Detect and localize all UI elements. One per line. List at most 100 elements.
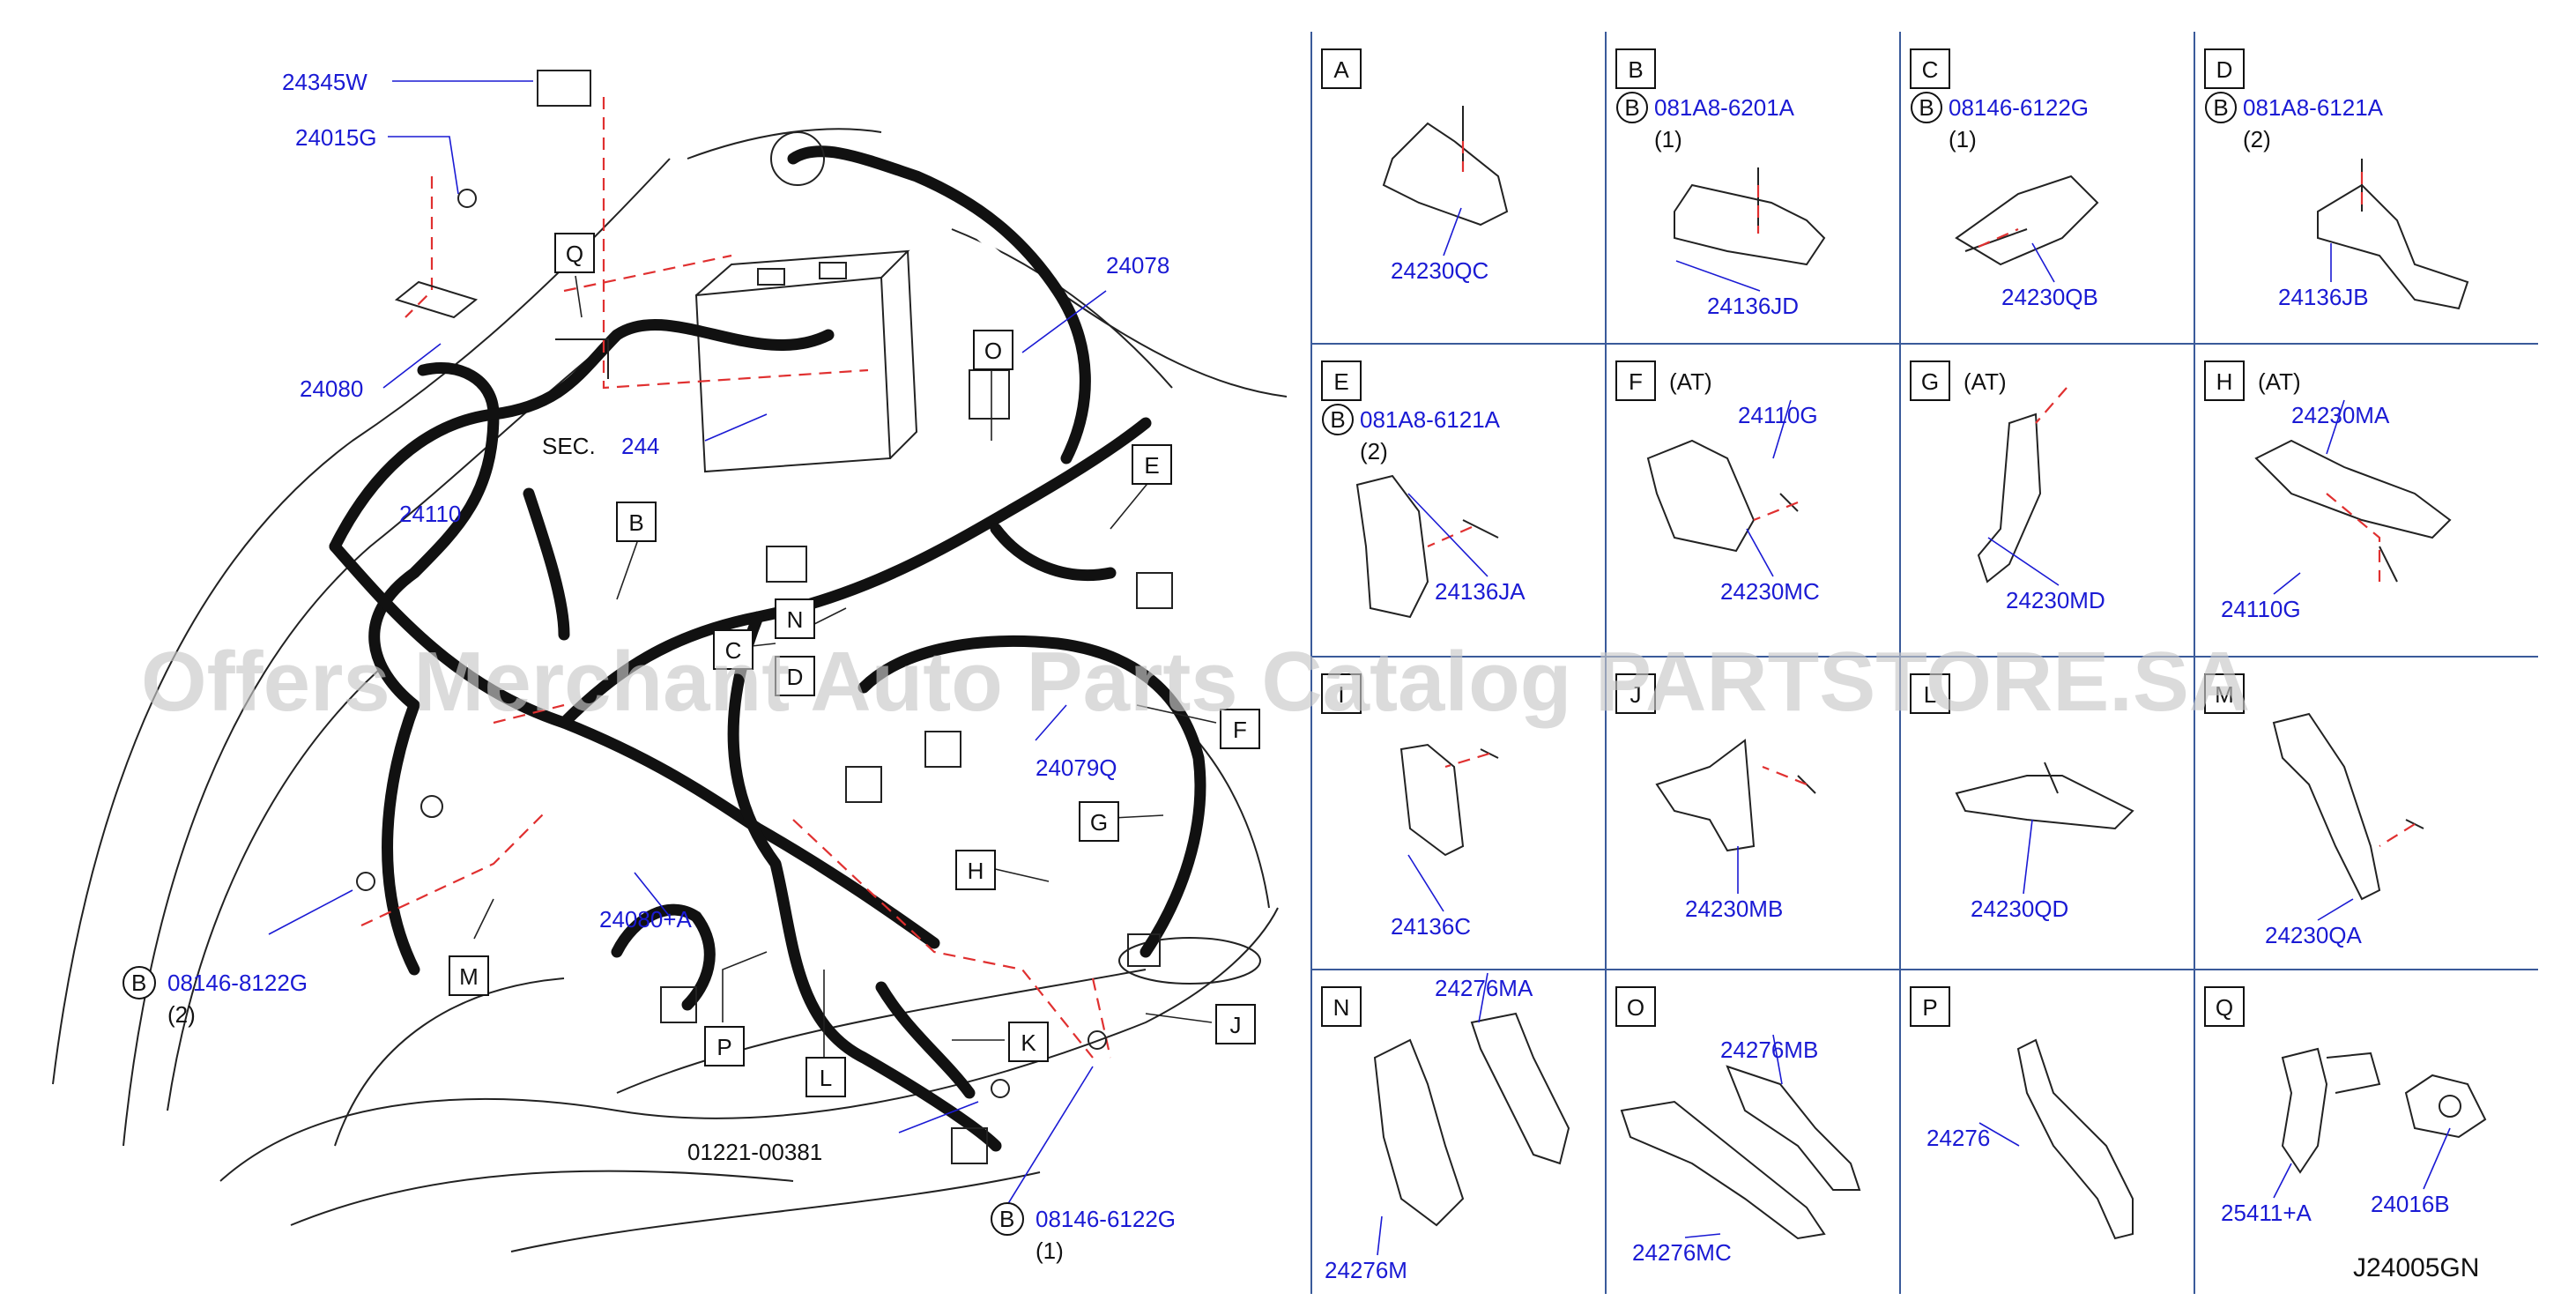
- watermark: Offers Merchant Auto Parts Catalog PARTS…: [141, 635, 2250, 729]
- detail-letter-E[interactable]: E: [1321, 360, 1362, 401]
- bolt-marker: B: [2205, 92, 2237, 123]
- diagram-code: J24005GN: [2353, 1253, 2479, 1282]
- callout-G[interactable]: G: [1079, 801, 1119, 842]
- svg-text:B: B: [1628, 56, 1643, 83]
- detail-cell-Q: Q 25411+A 24016B: [2204, 986, 2451, 1226]
- svg-text:D: D: [787, 664, 804, 690]
- detail-letter-A[interactable]: A: [1321, 48, 1362, 89]
- detail-letter-G[interactable]: G: [1910, 360, 1950, 401]
- part-label-24230QD[interactable]: 24230QD: [1971, 896, 2068, 922]
- part-label-24230QA[interactable]: 24230QA: [2265, 922, 2363, 948]
- callout-H[interactable]: H: [955, 850, 996, 890]
- bolt-part-label[interactable]: 081A8-6201A: [1654, 94, 1795, 121]
- bolt-qty: (2): [1360, 438, 1388, 464]
- callout-F[interactable]: F: [1220, 709, 1260, 749]
- detail-letter-B[interactable]: B: [1615, 48, 1656, 89]
- svg-text:H: H: [2216, 368, 2233, 395]
- svg-text:B: B: [131, 970, 146, 996]
- callout-L[interactable]: L: [805, 1057, 846, 1097]
- part-label-24345W: 24345W: [282, 69, 367, 95]
- callout-O[interactable]: O: [973, 330, 1013, 370]
- part-label-24276MB[interactable]: 24276MB: [1720, 1037, 1818, 1063]
- callout-J[interactable]: J: [1215, 1004, 1256, 1044]
- part-label-24136JB[interactable]: 24136JB: [2278, 284, 2369, 310]
- callout-K[interactable]: K: [1008, 1022, 1049, 1062]
- main-view-callouts: Q B O E N C D F G H M P L K J: [449, 233, 1260, 1097]
- detail-qualifier: (AT): [2258, 368, 2301, 395]
- part-label-24276M[interactable]: 24276M: [1325, 1257, 1407, 1283]
- svg-text:B: B: [628, 509, 643, 536]
- detail-letter-D[interactable]: D: [2204, 48, 2245, 89]
- detail-letter-J[interactable]: J: [1615, 673, 1656, 714]
- part-label-01221-00381: 01221-00381: [687, 1139, 822, 1165]
- part-label-24080: 24080: [300, 375, 363, 402]
- detail-letter-C[interactable]: C: [1910, 48, 1950, 89]
- part-label-24276MC[interactable]: 24276MC: [1632, 1239, 1732, 1266]
- callout-B[interactable]: B: [616, 502, 657, 542]
- bolt-qty: (2): [2243, 126, 2271, 152]
- detail-letter-N[interactable]: N: [1321, 986, 1362, 1027]
- part-label-24230QB[interactable]: 24230QB: [2001, 284, 2098, 310]
- bolt-part-label[interactable]: 081A8-6121A: [1360, 406, 1501, 433]
- detail-cell-M: M 24230QA: [2204, 673, 2363, 948]
- part-label-24016B[interactable]: 24016B: [2371, 1191, 2450, 1217]
- part-label-24230MC[interactable]: 24230MC: [1720, 578, 1820, 605]
- bolt-part-label[interactable]: 081A8-6121A: [2243, 94, 2384, 121]
- svg-text:Q: Q: [2216, 994, 2233, 1021]
- svg-text:P: P: [1922, 994, 1937, 1021]
- svg-text:Q: Q: [566, 241, 583, 267]
- callout-M[interactable]: M: [449, 955, 489, 996]
- part-label-24136C[interactable]: 24136C: [1391, 913, 1471, 940]
- bolt-marker: B: [1322, 404, 1354, 435]
- detail-cell-H: H (AT) 24230MA 24110G: [2204, 360, 2390, 622]
- part-label-24136JD[interactable]: 24136JD: [1707, 293, 1799, 319]
- svg-text:B: B: [1919, 94, 1934, 121]
- detail-cell-C: CB 08146-6122G (1) 24230QB: [1910, 48, 2098, 310]
- main-view-labels: 24345W 24015G 24080 24110 24078 24079Q 2…: [167, 69, 1176, 1264]
- part-label-24110G[interactable]: 24110G: [2221, 596, 2301, 622]
- callout-C[interactable]: C: [713, 629, 753, 670]
- detail-letter-P[interactable]: P: [1910, 986, 1950, 1027]
- svg-text:O: O: [1627, 994, 1644, 1021]
- callout-E[interactable]: E: [1132, 444, 1172, 485]
- callout-N[interactable]: N: [775, 598, 815, 639]
- qty-bolt-08146-6122G: (1): [1036, 1237, 1064, 1264]
- part-label-24136JA[interactable]: 24136JA: [1435, 578, 1526, 605]
- detail-letter-O[interactable]: O: [1615, 986, 1656, 1027]
- detail-grid: [1310, 32, 2538, 1294]
- detail-letter-L[interactable]: L: [1910, 673, 1950, 714]
- detail-guide-lines: [1427, 141, 2416, 847]
- assembly-guide-lines: [360, 97, 1112, 1059]
- detail-letter-F[interactable]: F: [1615, 360, 1656, 401]
- part-label-24230MA[interactable]: 24230MA: [2291, 402, 2390, 428]
- part-label-24230MD[interactable]: 24230MD: [2006, 587, 2105, 613]
- callout-P[interactable]: P: [704, 1026, 745, 1066]
- part-label-24276MA[interactable]: 24276MA: [1435, 975, 1533, 1001]
- detail-letter-M[interactable]: M: [2204, 673, 2245, 714]
- part-label-24230QC[interactable]: 24230QC: [1391, 257, 1488, 284]
- bolt-qty: (1): [1949, 126, 1977, 152]
- bolt-part-label[interactable]: 08146-6122G: [1949, 94, 2089, 121]
- part-label-24230MB[interactable]: 24230MB: [1685, 896, 1783, 922]
- detail-letter-I[interactable]: I: [1321, 673, 1362, 714]
- detail-cell-J: J 24230MB: [1615, 673, 1783, 922]
- detail-letter-H[interactable]: H: [2204, 360, 2245, 401]
- part-label-25411A[interactable]: 25411+A: [2221, 1200, 2312, 1226]
- part-label-24276[interactable]: 24276: [1926, 1125, 1990, 1151]
- part-label-24015G: 24015G: [295, 124, 377, 151]
- detail-letter-Q[interactable]: Q: [2204, 986, 2245, 1027]
- connector-details: [356, 70, 1173, 1164]
- detail-cell-P: P 24276: [1910, 986, 2020, 1151]
- callout-D[interactable]: D: [775, 656, 815, 696]
- svg-text:N: N: [1333, 994, 1350, 1021]
- battery: [694, 249, 918, 473]
- detail-qualifier: (AT): [1964, 368, 2007, 395]
- callout-Q[interactable]: Q: [554, 233, 595, 273]
- part-label-24110G[interactable]: 24110G: [1738, 402, 1818, 428]
- svg-text:B: B: [1330, 406, 1345, 433]
- section-number[interactable]: 244: [621, 433, 659, 459]
- svg-text:N: N: [787, 606, 804, 633]
- svg-text:L: L: [1924, 681, 1936, 708]
- svg-text:D: D: [2216, 56, 2233, 83]
- part-label-24080A: 24080+A: [599, 906, 692, 933]
